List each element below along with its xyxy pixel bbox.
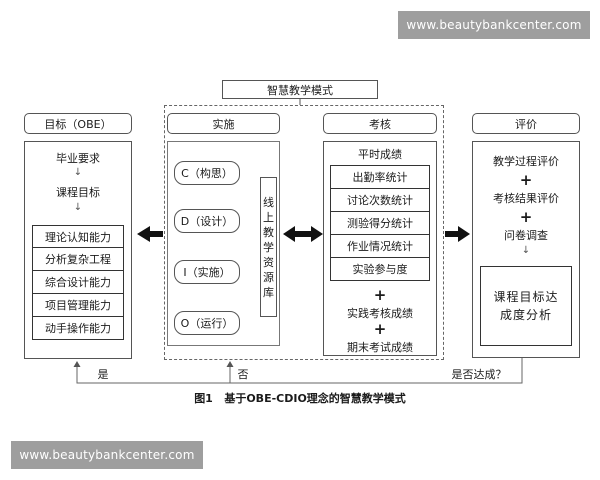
evaluate-plus-2: + [519, 208, 533, 226]
feedback-yes-label: 是 [97, 368, 109, 381]
graduation-requirement: 毕业要求 [56, 152, 100, 165]
goal-header: 目标（OBE） [24, 113, 132, 134]
practice-score: 实践考核成绩 [347, 307, 413, 320]
diagram-title-box: 智慧教学模式 [222, 80, 378, 99]
assess-item-homework: 作业情况统计 [330, 234, 430, 258]
middle-dashed-frame [164, 105, 444, 360]
assessment-result-evaluation: 考核结果评价 [493, 192, 559, 205]
assess-item-attendance: 出勤率统计 [330, 165, 430, 189]
assess-item-lab: 实验参与度 [330, 257, 430, 281]
watermark-top: www.beautybankcenter.com [398, 11, 590, 39]
figure-caption: 图1 基于OBE-CDIO理念的智慧教学模式 [194, 392, 406, 405]
assess-plus-1: + [373, 286, 387, 304]
feedback-no-label: 否 [237, 368, 249, 381]
diagram-title: 智慧教学模式 [267, 83, 333, 97]
arrow-implement-to-goal [137, 226, 163, 242]
assess-header: 考核 [323, 113, 437, 134]
evaluate-down-arrow: ↓ [521, 245, 531, 256]
feedback-question-label: 是否达成？ [451, 368, 507, 381]
assess-item-quiz: 测验得分统计 [330, 211, 430, 235]
goal-down-arrow-2: ↓ [73, 202, 83, 213]
stage-d-design: D（设计） [174, 209, 240, 233]
goal-down-arrow-1: ↓ [73, 167, 83, 178]
ability-2: 分析复杂工程 [32, 247, 124, 271]
ability-1: 理论认知能力 [32, 225, 124, 248]
regular-score-title: 平时成绩 [358, 148, 402, 161]
objective-achievement-label: 课程目标达成度分析 [493, 290, 559, 322]
stage-i-implement: I（实施） [174, 260, 240, 284]
questionnaire-survey: 问卷调查 [504, 229, 548, 242]
online-resource-label: 线上教学资源库 [263, 195, 274, 299]
evaluate-header: 评价 [472, 113, 580, 134]
watermark-bottom: www.beautybankcenter.com [11, 441, 203, 469]
teaching-process-evaluation: 教学过程评价 [493, 155, 559, 168]
arrow-assess-to-evaluate [445, 226, 470, 242]
ability-5: 动手操作能力 [32, 316, 124, 340]
objective-achievement-box: 课程目标达成度分析 [480, 266, 572, 346]
final-exam-score: 期末考试成绩 [347, 341, 413, 354]
ability-4: 项目管理能力 [32, 293, 124, 317]
assess-column [323, 141, 437, 356]
implement-header: 实施 [167, 113, 280, 134]
arrow-implement-assess-bidirectional [283, 226, 323, 242]
evaluate-plus-1: + [519, 171, 533, 189]
goal-column [24, 141, 132, 359]
course-objective: 课程目标 [56, 186, 100, 199]
stage-c-conceive: C（构思） [174, 161, 240, 185]
online-resource-box: 线上教学资源库 [260, 177, 277, 317]
feedback-loop-line [73, 358, 523, 384]
ability-3: 综合设计能力 [32, 270, 124, 294]
assess-plus-2: + [373, 320, 387, 338]
stage-o-operate: O（运行） [174, 311, 240, 335]
assess-item-discussion: 讨论次数统计 [330, 188, 430, 212]
